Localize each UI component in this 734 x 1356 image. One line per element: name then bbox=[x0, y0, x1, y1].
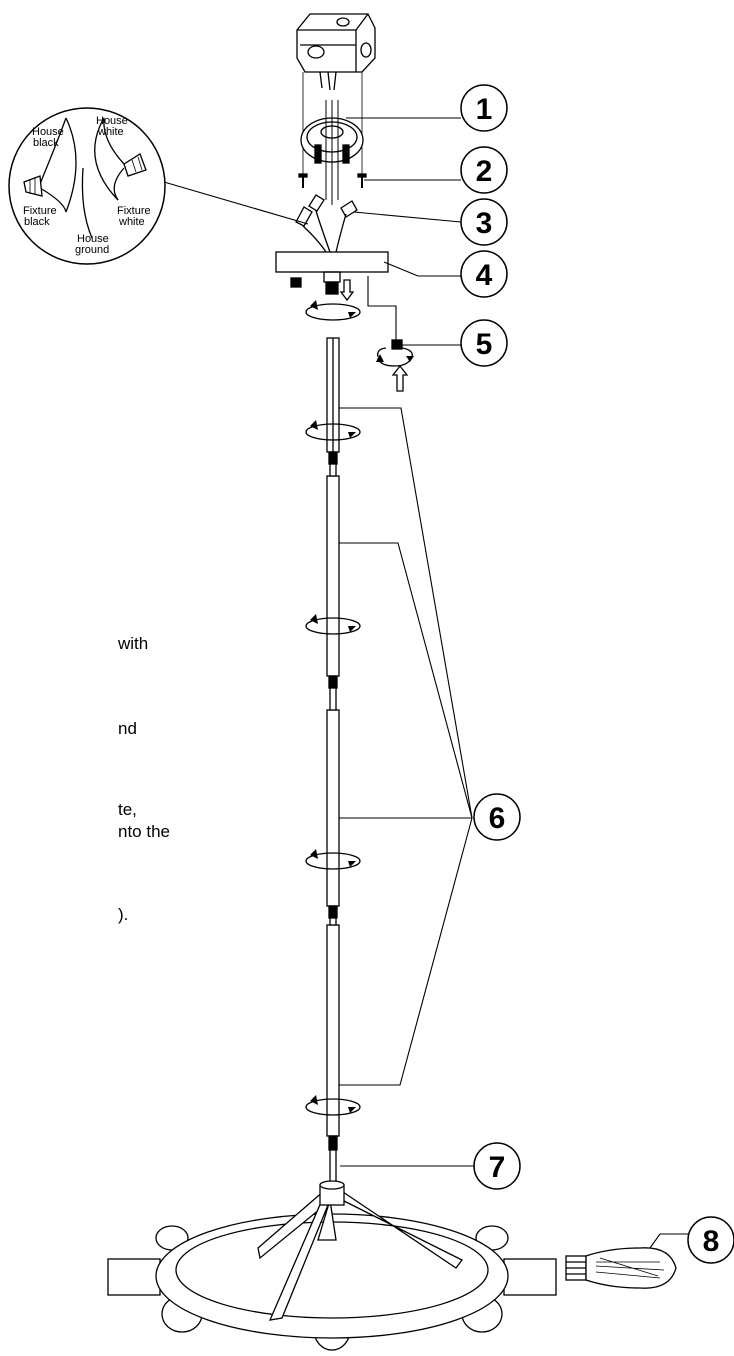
callout-5: 5 bbox=[476, 328, 493, 361]
text-fragment-5: ). bbox=[118, 905, 129, 924]
label-house-ground-2: ground bbox=[75, 244, 109, 256]
text-fragment-1: with bbox=[118, 634, 149, 653]
edison-bulb bbox=[565, 1247, 677, 1289]
callout-3: 3 bbox=[476, 207, 493, 240]
callout-4: 4 bbox=[476, 259, 493, 292]
text-fragment-2: nd bbox=[118, 719, 137, 738]
label-house-black-1: House bbox=[32, 126, 64, 138]
label-house-ground-1: House bbox=[77, 233, 109, 245]
label-house-white-2: white bbox=[97, 126, 124, 138]
leader-lines bbox=[163, 117, 688, 1249]
rod-couplers bbox=[328, 451, 338, 1185]
label-house-white-1: House bbox=[96, 115, 128, 127]
label-house-black-2: black bbox=[33, 137, 59, 149]
canopy bbox=[275, 251, 389, 302]
callout-1: 1 bbox=[476, 93, 493, 126]
label-fixture-white-2: white bbox=[118, 216, 145, 228]
chandelier-body bbox=[107, 1180, 557, 1351]
callout-8: 8 bbox=[703, 1225, 720, 1258]
text-fragment-3: te, bbox=[118, 800, 137, 819]
callout-2: 2 bbox=[476, 155, 493, 188]
callout-7: 7 bbox=[489, 1151, 506, 1184]
canopy-nut bbox=[376, 339, 414, 392]
rotation-arrows bbox=[305, 300, 361, 1116]
text-fragment-4: nto the bbox=[118, 822, 170, 841]
wire-connectors bbox=[295, 194, 358, 253]
callout-6: 6 bbox=[489, 802, 506, 835]
mounting-screws bbox=[298, 173, 367, 188]
label-fixture-white-1: Fixture bbox=[117, 205, 151, 217]
callout-circles bbox=[460, 84, 734, 1264]
junction-box bbox=[296, 13, 376, 91]
mounting-bracket bbox=[300, 100, 364, 205]
label-fixture-black-1: Fixture bbox=[23, 205, 57, 217]
guide-lines bbox=[302, 72, 363, 175]
wiring-detail: House black House white Fixture black Fi… bbox=[8, 107, 166, 265]
label-fixture-black-2: black bbox=[24, 216, 50, 228]
